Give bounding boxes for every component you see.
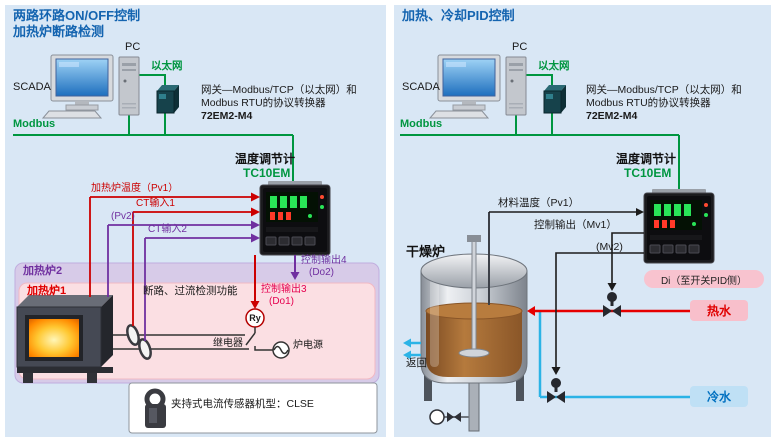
modbus-label: Modbus xyxy=(400,118,443,130)
gateway-note: 网关—Modbus/TCP（以太网）和 Modbus RTU的协议转换器 72E… xyxy=(586,84,742,123)
output-do1-label-line1: 控制输出3 xyxy=(261,284,307,295)
stirrer xyxy=(458,235,490,358)
ct-sensor-note: 夹持式电流传感器机型：CLSE xyxy=(171,398,314,410)
pc-tower xyxy=(505,56,527,116)
gateway-note-line1: 网关—Modbus/TCP（以太网）和 xyxy=(201,84,357,96)
modbus-label: Modbus xyxy=(13,118,56,130)
hot-water-tag: 热水 xyxy=(690,300,748,321)
hot-water-valve xyxy=(603,292,621,317)
input-pv1-label: 加热炉温度（Pv1） xyxy=(91,183,179,194)
relay-symbol-label: Ry xyxy=(249,313,261,323)
scada-monitor xyxy=(428,54,501,119)
controller-input-lines xyxy=(89,192,260,341)
pid-signal-lines xyxy=(489,208,644,375)
drying-oven-tank xyxy=(420,212,528,432)
input-ct2-label: CT输入2 xyxy=(148,224,187,235)
relay-label: 继电器 xyxy=(213,338,243,349)
sensor-note-box xyxy=(128,382,378,434)
right-diagram-canvas xyxy=(400,54,715,432)
right-panel: 加热、冷却PID控制 SCADA PC 以太网 网关—Modbus/TCP（以太… xyxy=(394,5,771,437)
pc-tower xyxy=(118,56,140,116)
controller-model: TC10EM xyxy=(243,166,291,180)
ct-ring-1 xyxy=(126,324,140,346)
gateway-note-line2: Modbus RTU的协议转换器 xyxy=(586,97,711,109)
gateway-note-line1: 网关—Modbus/TCP（以太网）和 xyxy=(586,84,742,96)
scada-label: SCADA xyxy=(402,81,440,93)
di-tag: Di（至开关PID侧） xyxy=(644,270,764,288)
ethernet-label: 以太网 xyxy=(151,60,183,72)
dryer-label: 干燥炉 xyxy=(406,244,446,259)
input-pv1-label: 材料温度（Pv1） xyxy=(498,197,580,209)
scada-label: SCADA xyxy=(13,81,51,93)
cold-water-valve xyxy=(547,378,565,403)
protocol-converter-device xyxy=(156,85,179,114)
protocol-converter-device xyxy=(543,85,566,114)
left-panel: 两路环路ON/OFF控制 加热炉断路检测 SCADA PC 以太网 网关—Mod… xyxy=(5,5,386,437)
temperature-controller-device xyxy=(643,189,715,264)
drain-pump-valve xyxy=(429,409,469,425)
pc-label: PC xyxy=(125,41,141,53)
gateway-model: 72EM2-M4 xyxy=(201,110,253,122)
controller-label: 温度调节计 xyxy=(616,152,677,166)
output-mv2-label: (Mv2) xyxy=(596,241,623,253)
left-title-line2: 加热炉断路检测 xyxy=(13,24,105,39)
furnace1-label: 加热炉1 xyxy=(27,285,67,297)
ethernet-label: 以太网 xyxy=(538,60,570,72)
input-pv2-label: (Pv2) xyxy=(111,211,135,222)
detection-note: 断路、过流检测功能 xyxy=(143,285,238,297)
temperature-controller-device xyxy=(259,181,331,256)
right-title: 加热、冷却PID控制 xyxy=(402,8,515,23)
furnace2-label: 加热炉2 xyxy=(23,265,63,277)
output-do2-label-line1: 控制输出4 xyxy=(301,255,347,266)
left-title-line1: 两路环路ON/OFF控制 xyxy=(13,8,141,23)
controller-label: 温度调节计 xyxy=(235,152,296,166)
gateway-note-line2: Modbus RTU的协议转换器 xyxy=(201,97,326,109)
network-lines xyxy=(400,74,680,193)
output-do2-label-line2: (Do2) xyxy=(309,267,335,278)
ct-ring-2 xyxy=(138,338,152,360)
controller-model: TC10EM xyxy=(624,166,672,180)
gateway-model: 72EM2-M4 xyxy=(586,110,638,122)
clamp-ct-sensor-illustration xyxy=(144,388,166,428)
cold-water-tag: 冷水 xyxy=(690,386,748,407)
gateway-note: 网关—Modbus/TCP（以太网）和 Modbus RTU的协议转换器 72E… xyxy=(201,84,357,123)
input-ct1-label: CT输入1 xyxy=(136,198,175,209)
controller-output-lines xyxy=(250,255,300,309)
output-do1-label-line2: (Do1) xyxy=(269,296,295,307)
pc-label: PC xyxy=(512,41,528,53)
heating-furnace-illustration xyxy=(16,295,113,383)
left-diagram-canvas xyxy=(13,54,380,434)
return-label: 返回 xyxy=(406,357,427,369)
output-mv1-label: 控制输出（Mv1） xyxy=(534,219,617,231)
furnace-power-label: 炉电源 xyxy=(293,340,323,351)
scada-monitor xyxy=(41,54,114,119)
